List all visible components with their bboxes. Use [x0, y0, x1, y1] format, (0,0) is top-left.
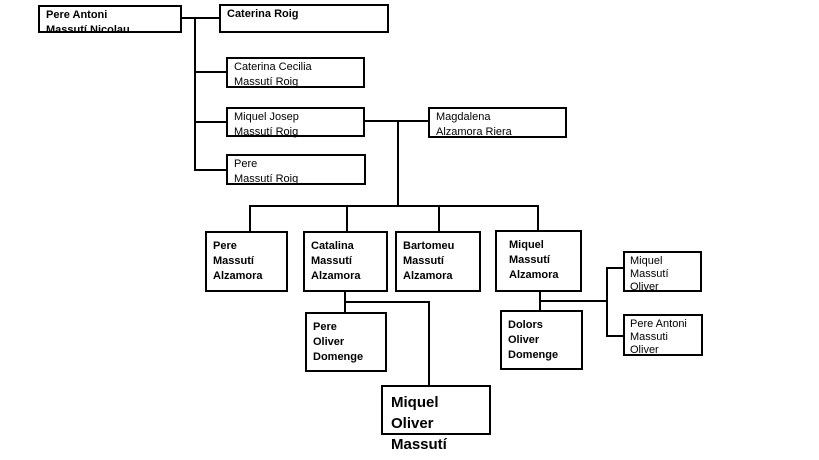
person-node-miquel-massuti-alzamora: Miquel Massutí Alzamora [495, 230, 582, 292]
person-node-caterina-roig: Caterina Roig [219, 4, 389, 33]
person-node-miquel-massuti-oliver: Miquel Massutí Oliver [623, 251, 702, 293]
person-node-caterina-cecilia-massuti-roig: Caterina Cecilia Massutí Roig [226, 57, 365, 88]
connector-child-stub-miquel-massuti-alzamora [537, 205, 539, 230]
person-node-pere-massuti-alzamora: Pere Massutí Alzamora [205, 231, 288, 292]
person-node-miquel-oliver-massuti: Miquel Oliver Massutí [381, 385, 491, 453]
person-node-pere-oliver-domenge: Pere Oliver Domenge [305, 312, 387, 372]
connector-couple-line-2 [365, 120, 428, 122]
person-node-pere-massuti-roig: Pere Massutí Roig [226, 154, 366, 185]
connector-descent-branch-4 [539, 300, 608, 302]
connector-child-stub-caterina-cecilia [196, 71, 226, 73]
person-node-pere-antoni-massuti-oliver: Pere Antoni Massuti Oliver [623, 314, 703, 356]
person-node-dolors-oliver-domenge: Dolors Oliver Domenge [500, 310, 583, 370]
connector-child-stub-miquel-josep [196, 121, 226, 123]
person-node-pere-antoni-massuti-nicolau: Pere Antoni Massutí Nicolau [38, 5, 182, 36]
connector-child-stub-bartomeu [438, 205, 440, 231]
connector-descent-riser-1 [194, 17, 196, 171]
connector-child-stub-miquel-massuti-oliver [606, 267, 623, 269]
connector-child-stub-pere-massuti-alzamora [249, 205, 251, 231]
connector-child-stub-catalina [346, 205, 348, 231]
connector-descent-riser-2 [397, 120, 399, 207]
person-node-miquel-josep-massuti-roig: Miquel Josep Massutí Roig [226, 107, 365, 138]
person-node-magdalena-alzamora-riera: Magdalena Alzamora Riera [428, 107, 567, 138]
connector-descent-branch-3 [344, 301, 430, 303]
connector-descent-riser-3 [428, 301, 430, 385]
person-node-catalina-massuti-alzamora: Catalina Massutí Alzamora [303, 231, 388, 292]
person-node-bartomeu-massuti-alzamora: Bartomeu Massutí Alzamora [395, 231, 481, 292]
connector-child-stub-pere-massuti-roig [196, 169, 226, 171]
connector-sibling-bus-right [606, 267, 608, 337]
connector-sibling-bus [249, 205, 539, 207]
connector-child-stub-pere-antoni-massuti-oliver [606, 335, 623, 337]
connector-couple-line-1 [182, 17, 219, 19]
